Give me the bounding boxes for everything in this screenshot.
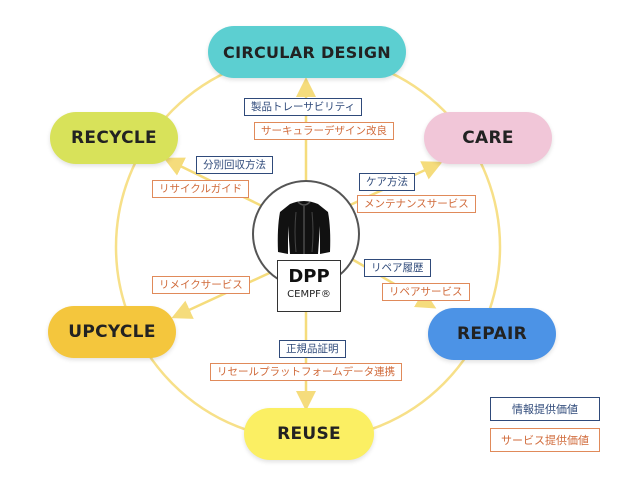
dpp-box: DPP CEMPF® (277, 260, 341, 312)
node-care: CARE (424, 112, 552, 164)
label-remake-service: リメイクサービス (152, 276, 250, 294)
node-repair: REPAIR (428, 308, 556, 360)
label-recycle-guide: リサイクルガイド (152, 180, 250, 198)
dpp-subtitle: CEMPF® (287, 289, 331, 300)
label-traceability: 製品トレーサビリティ (244, 98, 363, 116)
label-resale-platform: リセールプラットフォームデータ連携 (210, 363, 403, 381)
legend-info: 情報提供価値 (490, 397, 600, 421)
node-recycle: RECYCLE (50, 112, 178, 164)
legend-service: サービス提供価値 (490, 428, 600, 452)
label-repair-service: リペアサービス (382, 283, 470, 301)
label-repair-history: リペア履歴 (364, 259, 431, 277)
label-maintenance-service: メンテナンスサービス (357, 195, 476, 213)
dpp-title: DPP (288, 266, 330, 287)
node-circular-design: CIRCULAR DESIGN (208, 26, 406, 78)
label-circular-design-improvement: サーキュラーデザイン改良 (254, 122, 394, 140)
label-sorting-method: 分別回収方法 (196, 156, 273, 174)
label-care-method: ケア方法 (359, 173, 415, 191)
node-upcycle: UPCYCLE (48, 306, 176, 358)
label-authenticity: 正規品証明 (279, 340, 346, 358)
jacket-icon (277, 201, 331, 254)
node-reuse: REUSE (244, 408, 374, 460)
